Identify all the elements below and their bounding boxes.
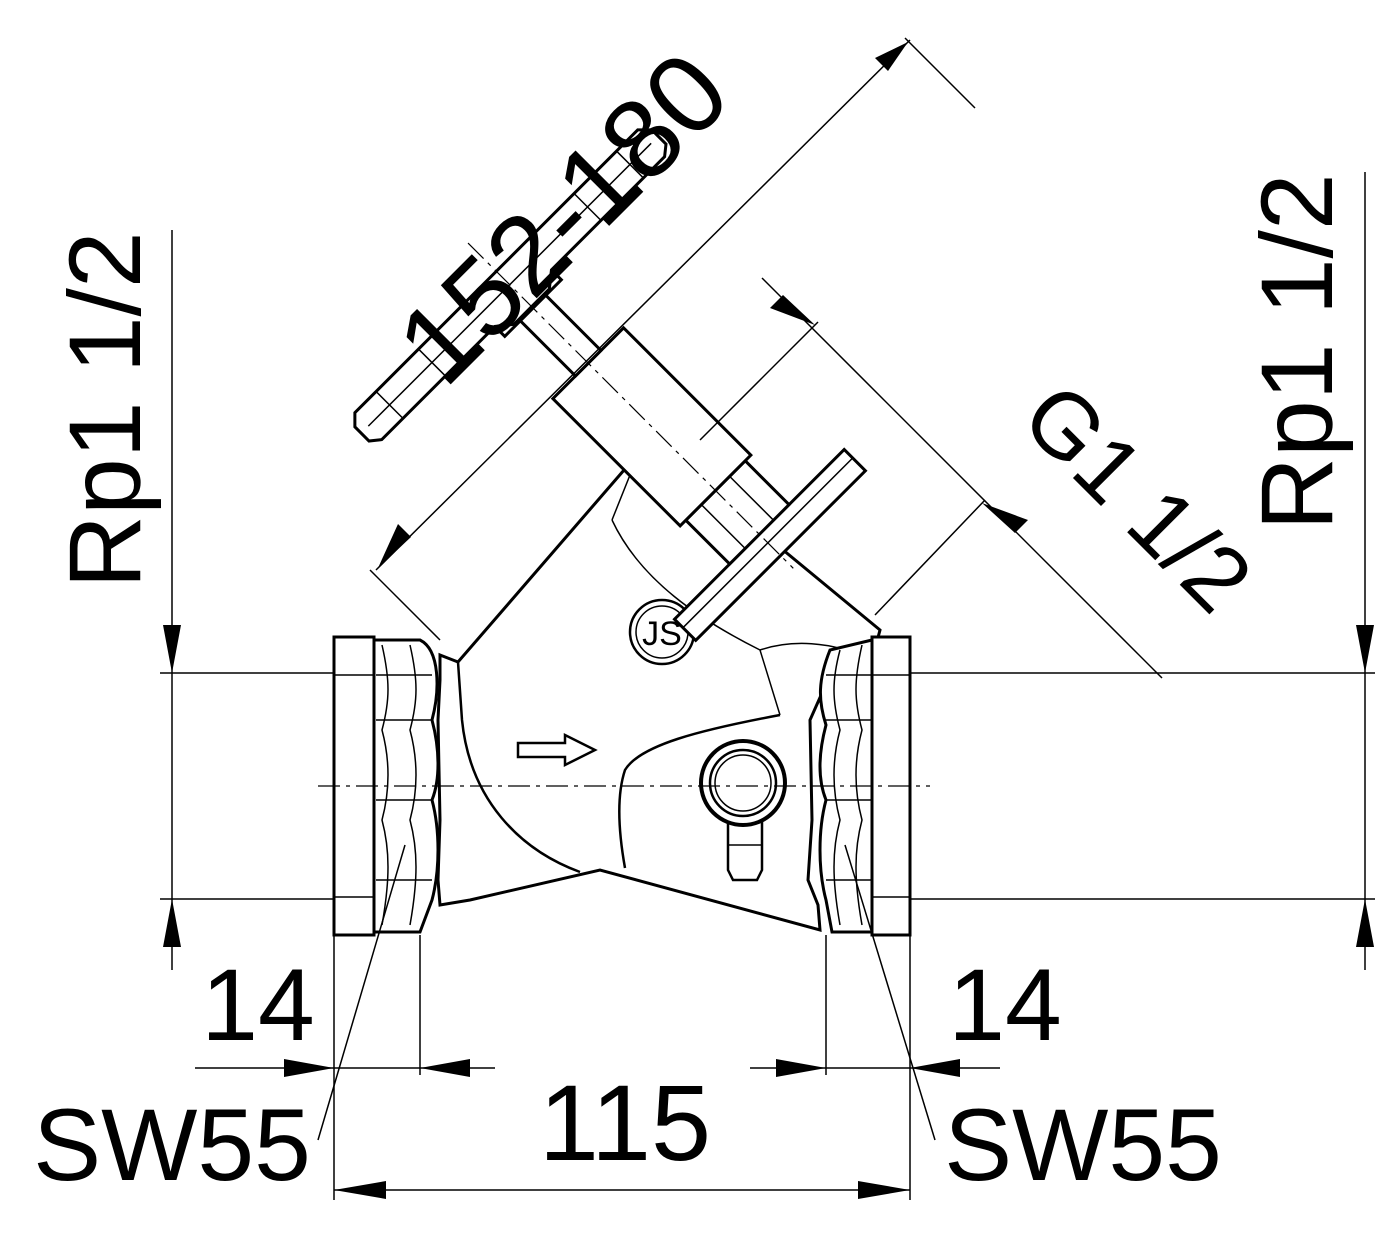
outlet-thread-label: Rp1 1/2: [1240, 173, 1354, 530]
right-hex-nut: [818, 638, 874, 934]
right-thread-depth-label: 14: [948, 948, 1061, 1062]
face-to-face-label: 115: [539, 1062, 711, 1183]
dim-bonnet-thread: [699, 277, 1163, 679]
handwheel-grip-4: [615, 150, 644, 179]
right-hex-edge-1: [855, 644, 863, 926]
measuring-port-inner: [708, 748, 778, 818]
left-wrench-leader: [317, 844, 406, 1141]
handwheel-grip-3: [573, 192, 602, 221]
left-thread-depth-label: 14: [201, 948, 314, 1062]
bonnet-assembly: [353, 128, 868, 643]
dim-inlet-thread: [160, 230, 334, 970]
flow-direction-arrow-icon: [516, 732, 598, 768]
stem-centerline: [467, 242, 794, 569]
body-neck-line: [611, 519, 781, 716]
left-hex-edge-1: [381, 644, 389, 926]
bonnet-nut-edge-1: [700, 504, 746, 550]
dim-outlet-thread: [910, 172, 1375, 970]
measuring-port-outer: [699, 739, 787, 827]
right-wrench-leader: [844, 844, 936, 1141]
left-wrench-label: SW55: [33, 1088, 311, 1202]
right-wrench-label: SW55: [944, 1088, 1222, 1202]
drain-nipple: [726, 822, 764, 882]
body-seat-contour: [618, 713, 781, 869]
measuring-port-core: [714, 754, 772, 812]
right-hex-edge-2: [833, 649, 841, 926]
left-hex-edge-2: [409, 644, 417, 926]
dim-face-to-face: [333, 935, 911, 1200]
bonnet-nut-edge-2: [729, 475, 775, 521]
handwheel-grip-2: [417, 348, 446, 377]
dim-stem-length: [369, 37, 976, 641]
dim-right-thread-depth: [750, 935, 1000, 1077]
handwheel-grip-1: [375, 390, 404, 419]
dim-left-thread-depth: [195, 935, 495, 1077]
bonnet-thread-label: G1 1/2: [1003, 364, 1270, 631]
inlet-thread-label: Rp1 1/2: [48, 231, 162, 588]
body-inner-contour: [456, 661, 581, 874]
